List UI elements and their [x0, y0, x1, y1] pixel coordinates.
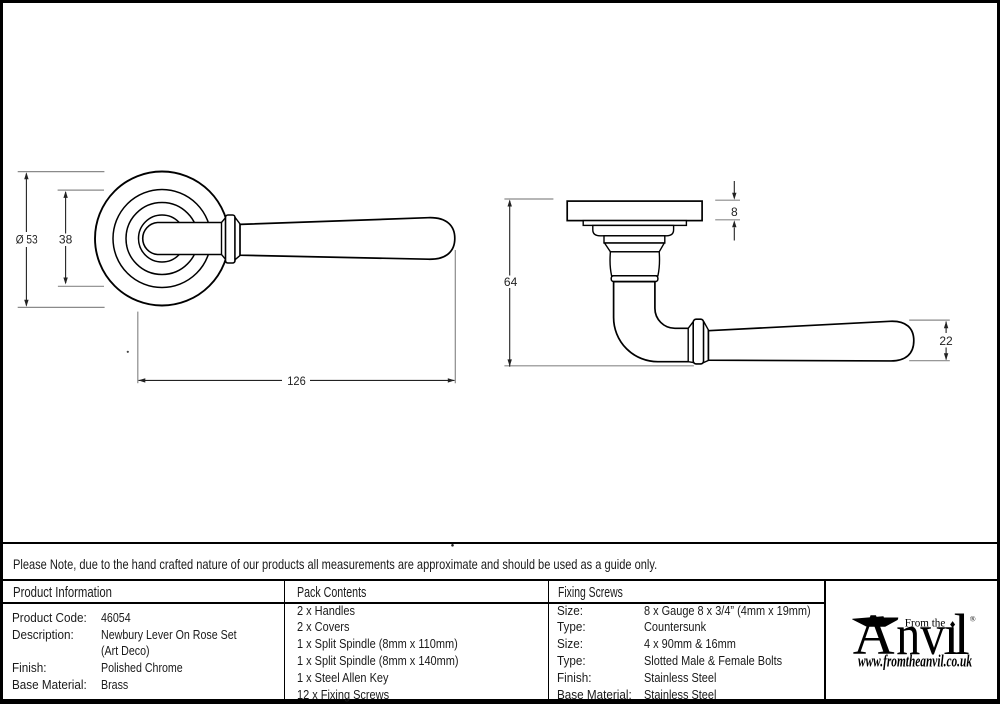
svg-text:From the: From the: [905, 616, 946, 630]
svg-text:Ø 53: Ø 53: [16, 232, 38, 246]
svg-text:38: 38: [59, 232, 73, 246]
svg-text:126: 126: [287, 374, 306, 388]
svg-text:n: n: [896, 602, 920, 667]
svg-text:8: 8: [731, 205, 738, 219]
svg-text:v: v: [920, 602, 945, 667]
svg-text:www.fromtheanvil.co.uk: www.fromtheanvil.co.uk: [858, 652, 973, 671]
svg-text:22: 22: [939, 334, 953, 348]
svg-text:A: A: [853, 602, 895, 667]
svg-text:®: ®: [970, 615, 976, 624]
svg-text:ı: ı: [943, 602, 959, 667]
svg-text:64: 64: [504, 275, 518, 289]
svg-text:l: l: [954, 602, 970, 667]
